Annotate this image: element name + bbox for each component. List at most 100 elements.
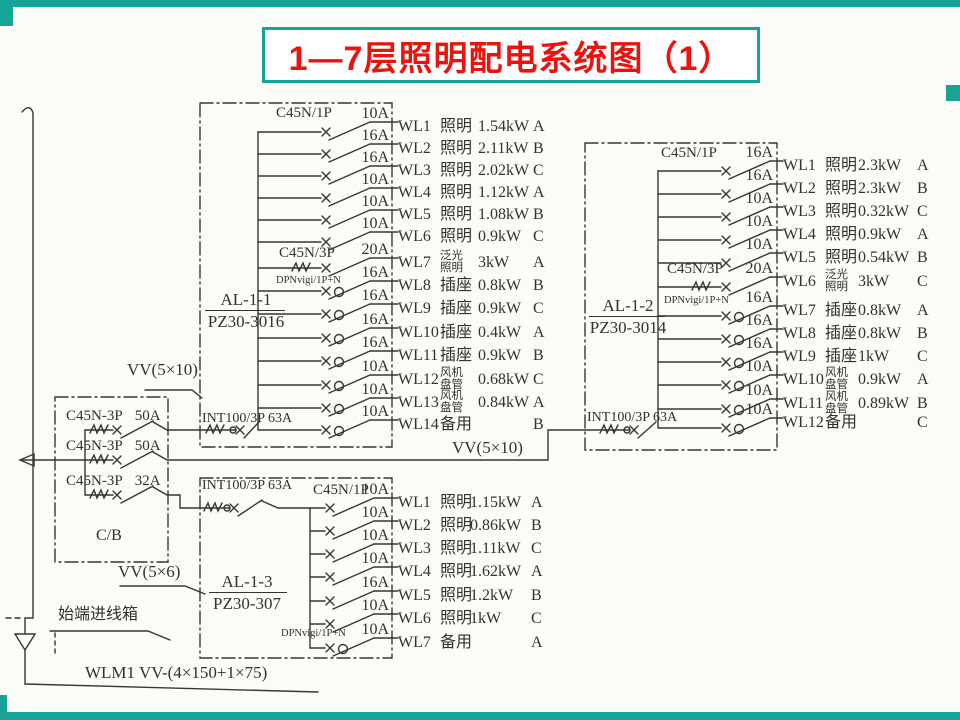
circuit-power: 0.9kW [858, 371, 902, 388]
panel2-dpn-breaker-model: DPNvigi/1P+N [664, 295, 729, 306]
breaker-contact-x [321, 286, 331, 296]
breaker-blade [728, 183, 771, 203]
cable-cb-out-leader [119, 585, 206, 595]
circuit-phase: A [917, 226, 929, 243]
breaker-rating: 10A [745, 382, 773, 399]
cb-box-outline [54, 396, 169, 563]
breaker-rating: 10A [361, 550, 389, 567]
breaker-contact-x [325, 526, 335, 536]
circuit-use: 照明 [440, 563, 473, 580]
breaker-blade [328, 231, 371, 251]
panel2-branch-breaker-model: C45N/1P [661, 145, 717, 161]
breaker-rating: 10A [745, 213, 773, 230]
circuit-use: 照明 [440, 118, 473, 135]
circuit-use: 照明 [440, 184, 473, 201]
circuit-power: 1.62kW [470, 563, 522, 580]
breaker-blade [728, 252, 771, 272]
breaker-blade [332, 613, 375, 633]
vigi-module-circle [733, 404, 745, 416]
circuit-phase: B [533, 416, 544, 433]
circuit-phase: A [533, 118, 545, 135]
panel1-dpn-breaker-model: DPNvigi/1P+N [276, 275, 341, 286]
breaker-rating: 10A [361, 171, 389, 188]
circuit-phase: B [917, 395, 928, 412]
breaker-contact-x [321, 263, 331, 273]
breaker-contact-x [721, 212, 731, 222]
breaker-blade [328, 121, 371, 141]
circuit-id: WL4 [398, 184, 431, 201]
panel2-model: PZ30-3014 [589, 318, 667, 337]
circuit-use: 备用 [825, 414, 858, 431]
circuit-power: 1.15kW [470, 494, 522, 511]
breaker-contact-x [721, 380, 731, 390]
circuit-phase: A [917, 371, 929, 388]
circuit-use: 盘管 [440, 402, 463, 414]
vigi-module-circle [333, 425, 345, 437]
circuit-power: 0.8kW [858, 302, 902, 319]
breaker-contact-x [321, 403, 331, 413]
incoming-box-leader [49, 630, 171, 641]
circuit-id: WL3 [783, 203, 816, 220]
panel3-name: AL-1-3 [221, 572, 273, 591]
circuit-id: WL6 [398, 228, 431, 245]
circuit-power: 3kW [858, 273, 890, 290]
panel3-model: PZ30-307 [213, 594, 281, 613]
circuit-use: 盘管 [825, 403, 848, 415]
three-pole-mark [89, 488, 109, 500]
circuit-use: 插座 [440, 300, 473, 317]
breaker-contact-x [321, 193, 331, 203]
circuit-use: 备用 [440, 416, 473, 433]
circuit-phase: A [533, 394, 545, 411]
circuit-power: 0.89kW [858, 395, 910, 412]
breaker-contact-x [325, 643, 335, 653]
breaker-blade [120, 420, 154, 439]
breaker-blade [332, 543, 375, 563]
circuit-id: WL9 [783, 348, 816, 365]
circuit-use: 照明 [440, 494, 473, 511]
circuit-phase: C [917, 348, 928, 365]
breaker-rating: 10A [361, 215, 389, 232]
circuit-phase: A [917, 302, 929, 319]
main-feeder-line [24, 683, 319, 693]
circuit-id: WL6 [398, 610, 431, 627]
breaker-contact-x [721, 334, 731, 344]
panel1-name: AL-1-1 [220, 290, 272, 309]
circuit-id: WL13 [398, 394, 439, 411]
breaker-contact-x [321, 380, 331, 390]
title-box: 1—7层照明配电系统图（1） [262, 27, 760, 83]
breaker-contact-x [321, 333, 331, 343]
circuit-id: WL12 [398, 371, 439, 388]
breaker-rating: 10A [361, 403, 389, 420]
circuit-use: 备用 [440, 634, 473, 651]
circuit-use: 盘管 [825, 379, 848, 391]
breaker-blade [332, 566, 375, 586]
circuit-power: 1kW [470, 610, 502, 627]
breaker-contact-x [721, 189, 731, 199]
cb-to-al13-line [152, 486, 231, 509]
cb-input-arrowhead [18, 452, 35, 468]
breaker-rating: 16A [361, 127, 389, 144]
vigi-module-circle [333, 333, 345, 345]
circuit-power: 3kW [478, 254, 510, 271]
breaker-rating: 10A [745, 190, 773, 207]
vigi-module-circle [623, 426, 631, 434]
circuit-phase: C [917, 273, 928, 290]
circuit-use: 插座 [440, 324, 473, 341]
breaker-contact-x [112, 490, 122, 500]
circuit-power: 0.86kW [470, 517, 522, 534]
breaker-contact-x [721, 357, 731, 367]
circuit-power: 0.84kW [478, 394, 530, 411]
circuit-power: 0.8kW [478, 277, 522, 294]
circuit-power: 1kW [858, 348, 890, 365]
circuit-power: 0.8kW [858, 325, 902, 342]
cable-al11-leader [144, 389, 203, 399]
circuit-id: WL3 [398, 162, 431, 179]
breaker-rating: 10A [361, 105, 389, 122]
circuit-id: WL1 [783, 157, 816, 174]
panel2-3p-breaker-model: C45N/3P [667, 261, 723, 277]
circuit-use: 照明 [440, 206, 473, 223]
vigi-module-circle [733, 380, 745, 392]
circuit-power: 0.4kW [478, 324, 522, 341]
circuit-power: 2.3kW [858, 180, 902, 197]
